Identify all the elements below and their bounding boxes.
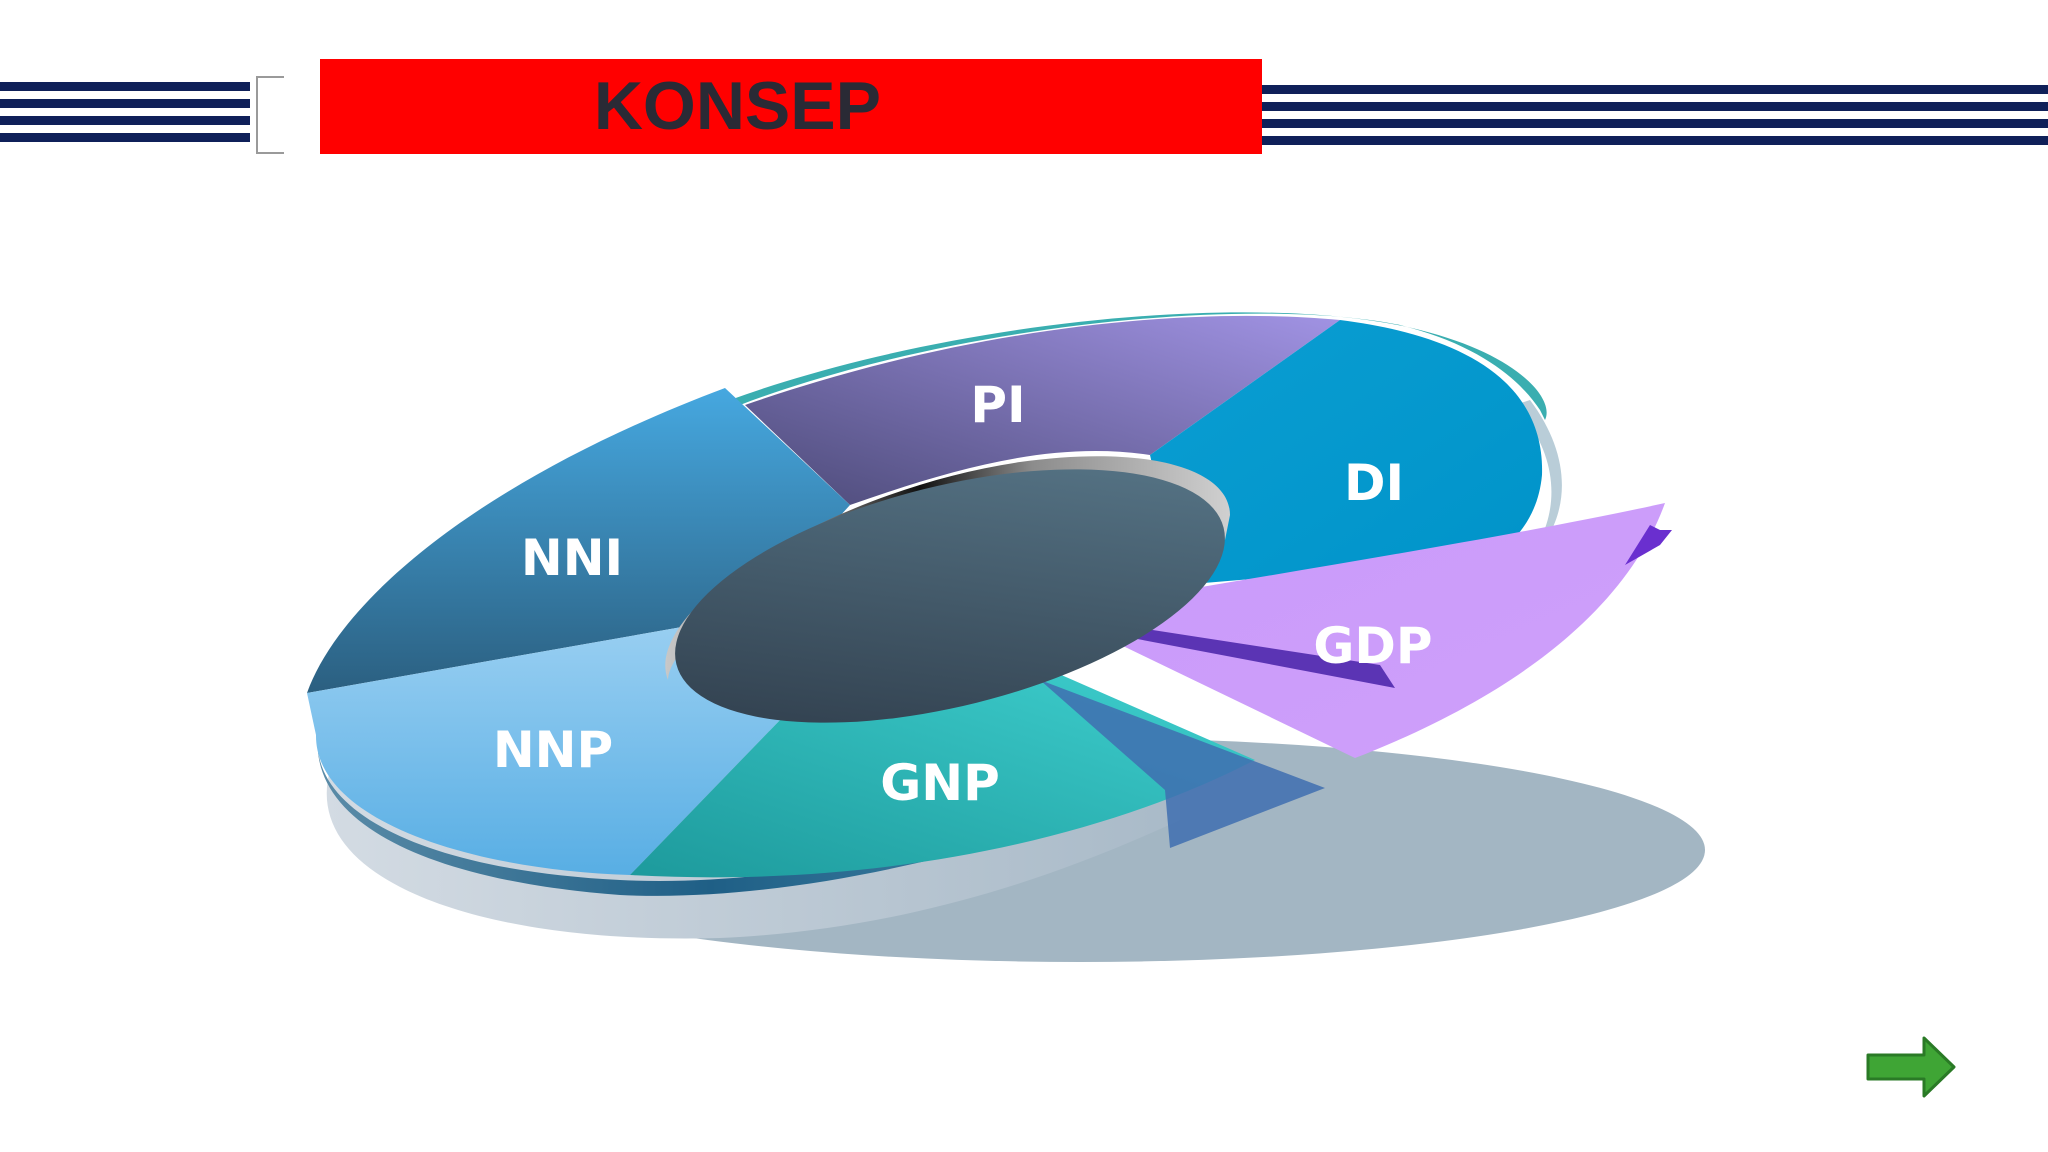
- arrow-right-icon: [1866, 1036, 1956, 1098]
- header-stripes-left: [0, 82, 250, 144]
- segment-label-nnp: NNP: [493, 721, 613, 779]
- header-stripes-right: [1262, 85, 2048, 147]
- segment-label-pi: PI: [970, 376, 1025, 434]
- next-slide-button[interactable]: [1866, 1034, 1958, 1104]
- segment-gdp-edge: [1090, 625, 1395, 688]
- segment-label-di: DI: [1344, 454, 1404, 512]
- segment-di: [1150, 320, 1543, 585]
- segment-gnp-tab: [1040, 680, 1325, 848]
- ring-back-rim: [1515, 400, 1562, 560]
- segment-label-gnp: GNP: [880, 754, 1000, 812]
- slide-title: KONSEP: [593, 68, 881, 144]
- segment-gdp-tip: [1625, 525, 1672, 565]
- segment-pi: [745, 315, 1340, 505]
- segment-label-gdp: GDP: [1313, 617, 1432, 675]
- title-bar: KONSEP: [320, 59, 1262, 154]
- ring-hole-floor: [675, 469, 1225, 723]
- segment-nnp: [307, 615, 780, 875]
- header-bracket: [256, 76, 284, 154]
- segment-gdp: [1090, 503, 1665, 758]
- segment-label-nni: NNI: [521, 529, 623, 587]
